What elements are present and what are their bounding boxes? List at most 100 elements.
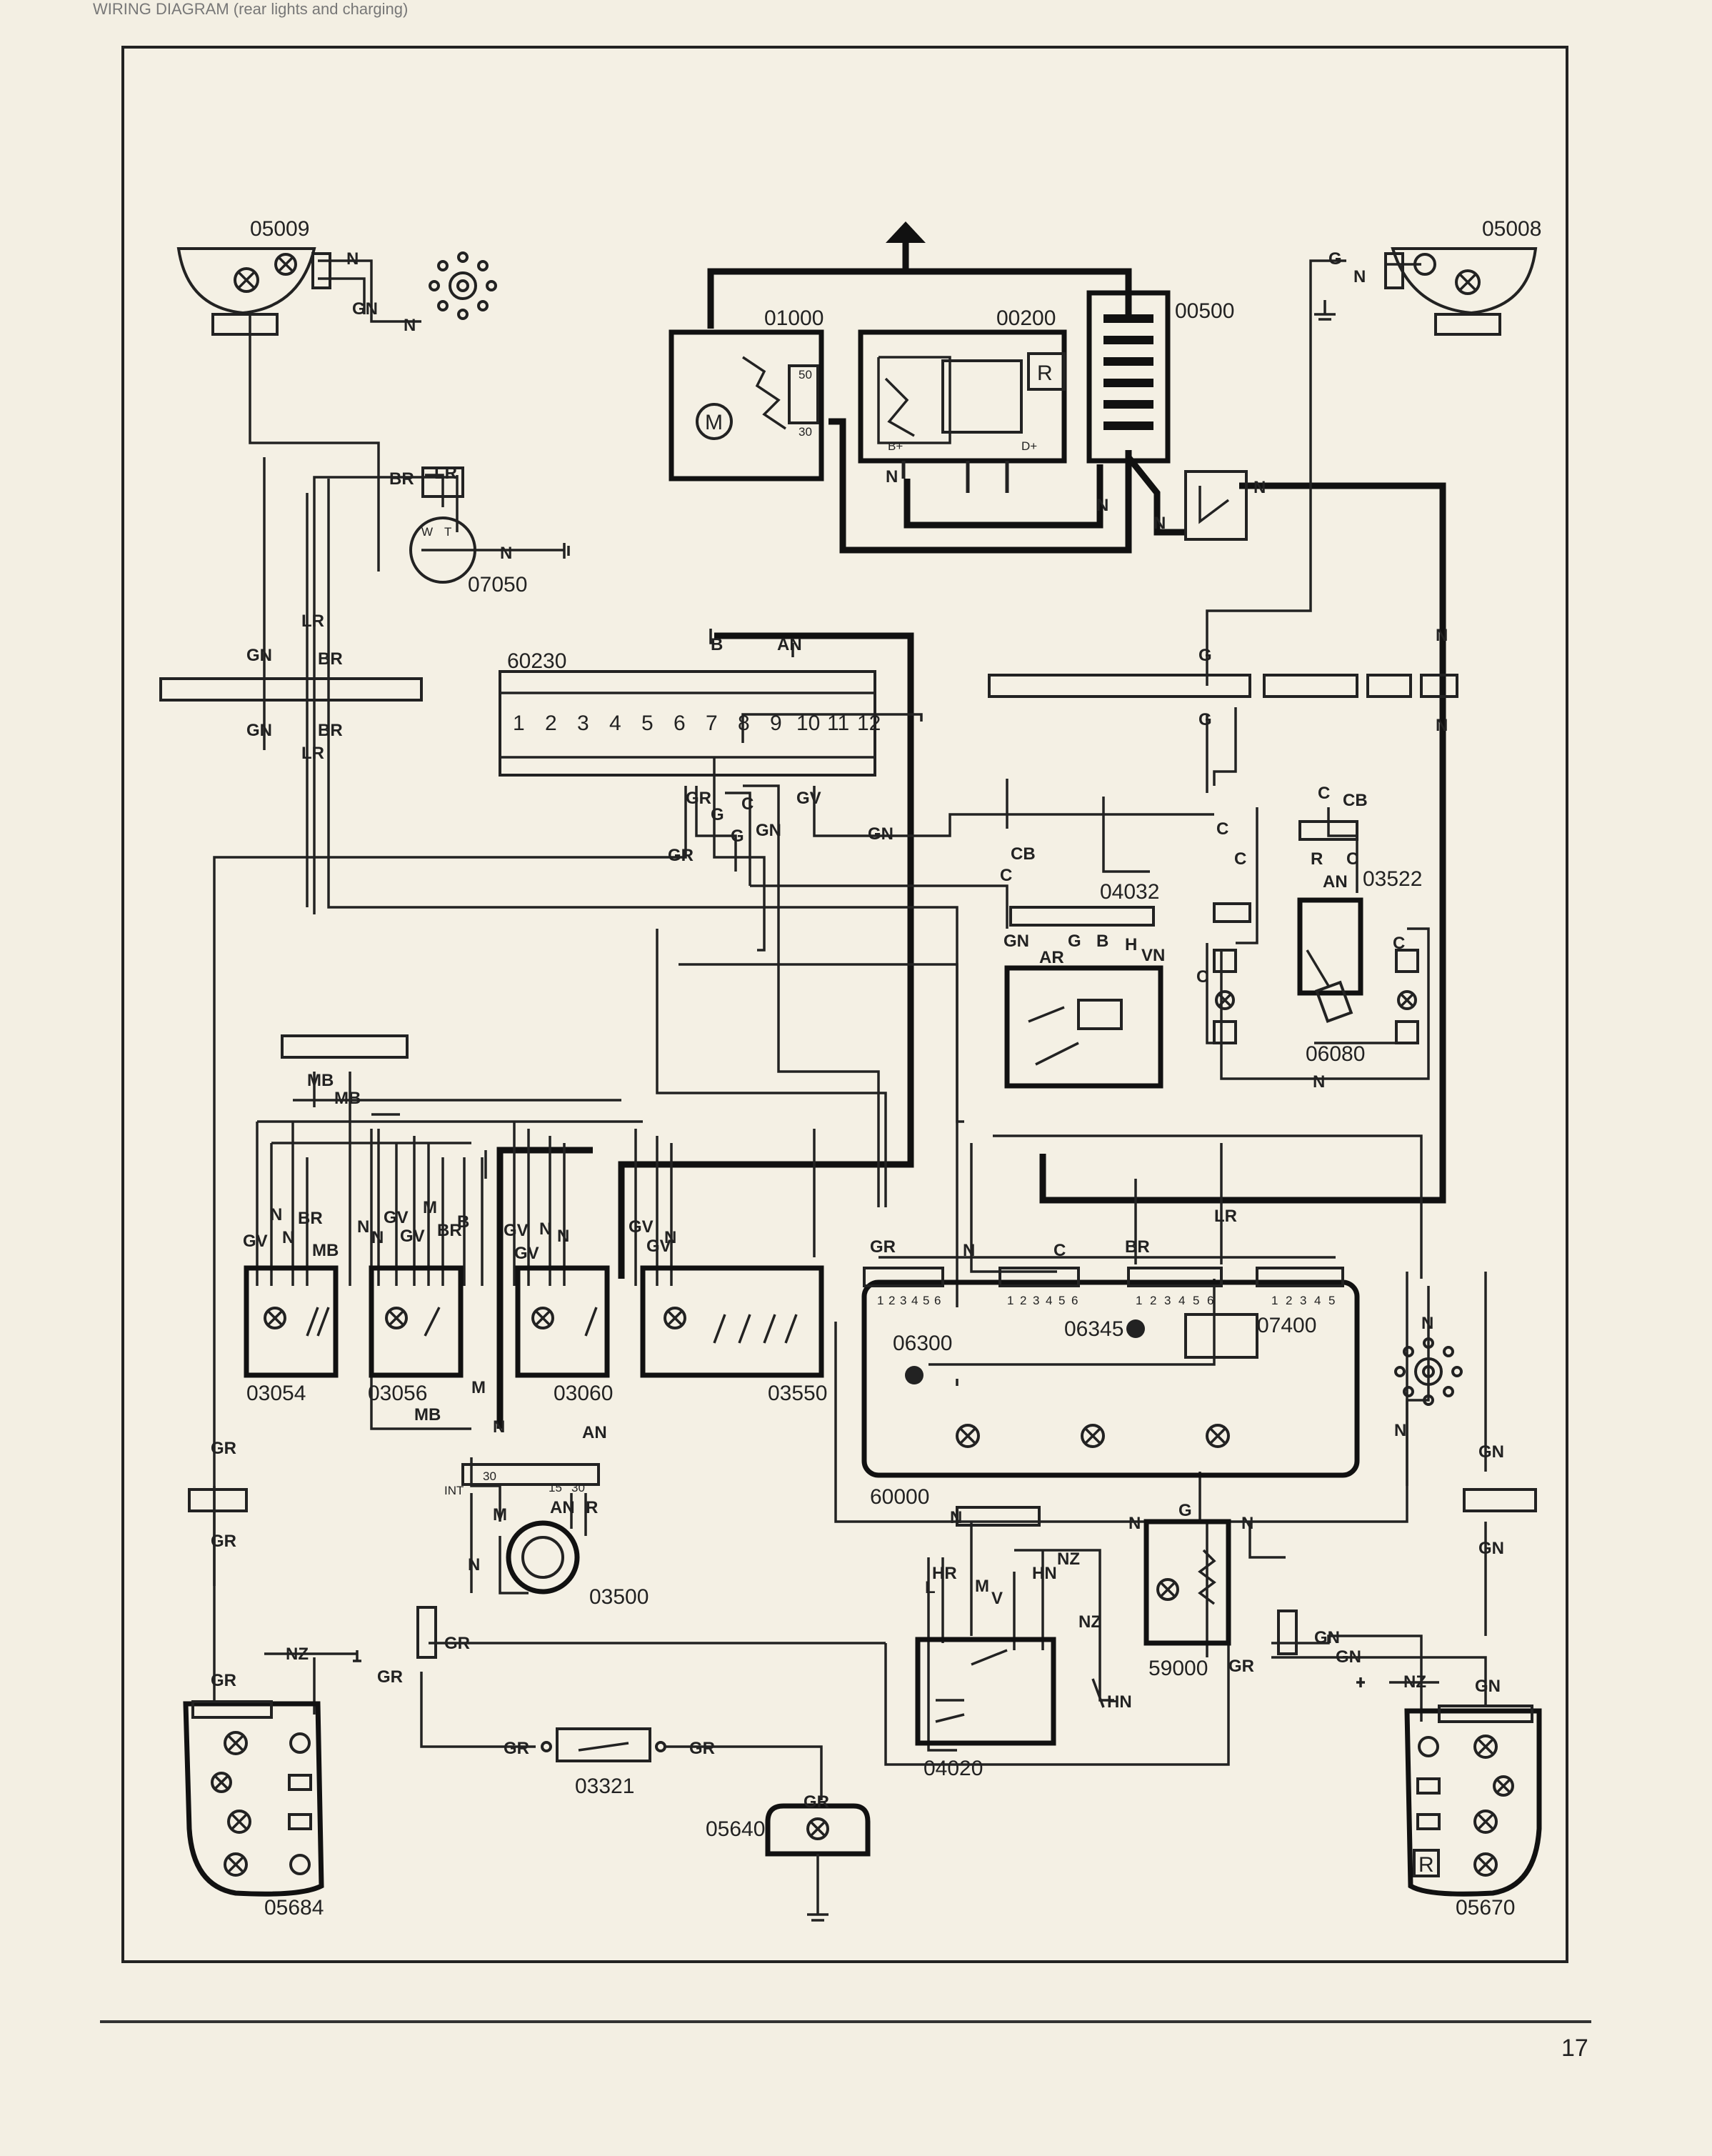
svg-text:MB: MB	[307, 1071, 334, 1090]
svg-text:GR: GR	[1228, 1657, 1254, 1676]
svg-text:D+: D+	[1021, 439, 1037, 453]
svg-text:N: N	[1313, 1072, 1325, 1092]
svg-text:4: 4	[1314, 1294, 1321, 1307]
label-03060: 03060	[554, 1382, 613, 1405]
heater-resistor	[1143, 1519, 1231, 1646]
label-03550: 03550	[768, 1382, 827, 1405]
svg-text:M: M	[471, 1378, 486, 1397]
svg-text:N: N	[282, 1228, 294, 1247]
ground-icon	[1314, 300, 1336, 321]
bulb-holder	[1213, 902, 1419, 1044]
svg-text:N: N	[1096, 496, 1108, 515]
svg-text:1: 1	[513, 712, 525, 735]
svg-text:N: N	[357, 1217, 369, 1237]
svg-text:T: T	[444, 525, 451, 539]
page-header: WIRING DIAGRAM (rear lights and charging…	[93, 0, 409, 18]
power-relay	[1184, 470, 1248, 541]
svg-text:MB: MB	[334, 1089, 361, 1108]
svg-text:3: 3	[900, 1294, 906, 1307]
label-03321: 03321	[575, 1775, 634, 1798]
component-labels: 05009 05008 01000 00200 00500 07050 6023…	[246, 217, 1541, 1920]
svg-text:3: 3	[577, 712, 589, 735]
svg-text:12: 12	[857, 712, 881, 735]
svg-text:GN: GN	[246, 721, 272, 740]
svg-text:GR: GR	[211, 1532, 236, 1551]
svg-text:N: N	[1353, 267, 1366, 286]
svg-text:NZ: NZ	[1403, 1672, 1426, 1692]
svg-text:GV: GV	[796, 789, 821, 808]
svg-text:GN: GN	[1336, 1647, 1361, 1667]
svg-text:N: N	[664, 1228, 676, 1247]
svg-text:10: 10	[796, 712, 820, 735]
svg-text:G: G	[1178, 1501, 1192, 1520]
svg-text:LR: LR	[301, 612, 324, 631]
svg-text:C: C	[1053, 1241, 1066, 1260]
svg-text:GN: GN	[246, 646, 272, 665]
svg-text:4: 4	[1178, 1294, 1185, 1307]
brake-switch	[1297, 820, 1363, 1023]
svg-text:5: 5	[1328, 1294, 1335, 1307]
svg-text:6: 6	[674, 712, 686, 735]
label-03500: 03500	[589, 1585, 649, 1609]
svg-text:GV: GV	[646, 1237, 671, 1256]
svg-text:BR: BR	[318, 721, 343, 740]
label-05009: 05009	[250, 217, 309, 241]
svg-text:N: N	[346, 249, 359, 269]
label-04032: 04032	[1100, 880, 1159, 904]
label-05640: 05640	[706, 1817, 765, 1841]
svg-text:HR: HR	[932, 1564, 957, 1583]
svg-text:7: 7	[706, 712, 718, 735]
starter-motor: M 50 30	[669, 329, 824, 481]
svg-text:GR: GR	[504, 1739, 529, 1758]
front-lamp-left	[176, 247, 331, 336]
battery	[1086, 290, 1171, 464]
svg-text:GN: GN	[352, 299, 378, 319]
svg-text:M: M	[705, 411, 723, 434]
svg-text:2: 2	[1286, 1294, 1292, 1307]
svg-text:W: W	[421, 525, 433, 539]
svg-text:N: N	[1153, 514, 1166, 533]
ignition-switch: INT 30 15 30	[444, 1463, 600, 1594]
svg-text:GV: GV	[629, 1217, 654, 1237]
svg-text:M: M	[975, 1577, 989, 1596]
switch-03054	[244, 1265, 339, 1378]
svg-text:N: N	[270, 1205, 282, 1224]
svg-text:G: G	[1198, 646, 1212, 665]
svg-text:GV: GV	[504, 1221, 529, 1240]
svg-text:5: 5	[1193, 1294, 1199, 1307]
svg-text:R: R	[586, 1498, 598, 1517]
label-05684: 05684	[264, 1896, 324, 1920]
svg-text:5: 5	[641, 712, 654, 735]
svg-text:1: 1	[877, 1294, 883, 1307]
svg-text:R: R	[1418, 1853, 1434, 1877]
svg-text:2: 2	[1150, 1294, 1156, 1307]
svg-text:GN: GN	[1475, 1677, 1501, 1696]
license-lamp	[765, 1803, 871, 1922]
svg-text:CB: CB	[1343, 791, 1368, 810]
svg-text:GN: GN	[1478, 1539, 1504, 1558]
svg-text:15: 15	[549, 1481, 562, 1494]
svg-text:N: N	[1128, 1514, 1141, 1533]
inline-connector	[416, 1606, 1298, 1659]
svg-text:R: R	[1037, 361, 1053, 385]
svg-text:C: C	[1234, 849, 1246, 869]
svg-text:3: 3	[1033, 1294, 1039, 1307]
svg-text:GR: GR	[668, 846, 694, 865]
label-03522: 03522	[1363, 867, 1422, 891]
svg-text:N: N	[886, 467, 898, 486]
svg-text:B: B	[1096, 932, 1108, 951]
reverse-switch	[541, 1727, 666, 1762]
svg-text:C: C	[1346, 849, 1358, 869]
svg-text:GR: GR	[870, 1237, 896, 1257]
svg-text:G: G	[1198, 710, 1212, 729]
svg-text:B: B	[457, 1212, 469, 1232]
svg-text:9: 9	[770, 712, 782, 735]
hazard-switch	[915, 1506, 1105, 1746]
svg-text:C: C	[1318, 784, 1330, 803]
svg-text:GN: GN	[868, 824, 893, 844]
label-07050: 07050	[468, 573, 527, 597]
svg-text:1: 1	[1007, 1294, 1013, 1307]
svg-text:50: 50	[799, 368, 812, 381]
instrument-cluster	[861, 1267, 1360, 1478]
